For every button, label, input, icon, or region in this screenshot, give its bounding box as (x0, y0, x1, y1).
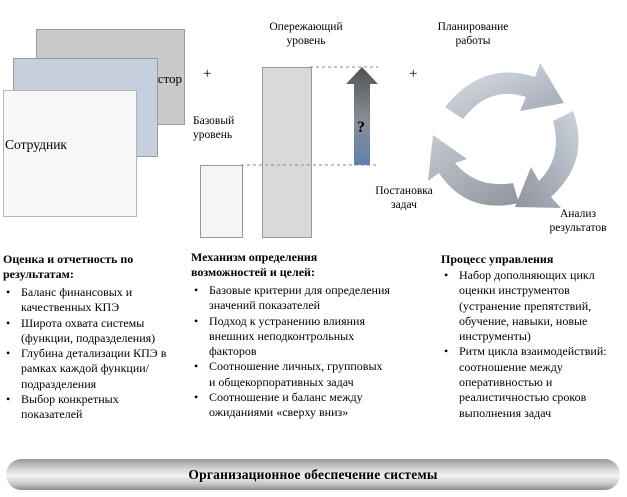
cycle-label-tasks: Постановка задач (375, 185, 433, 211)
up-arrow-icon (346, 67, 378, 165)
card-back-text: стор (157, 71, 182, 86)
left-bullet: Баланс финансовых и качественных КПЭ (3, 285, 178, 316)
card-front-text: Сотрудник (5, 137, 67, 152)
base-level-bar (200, 165, 243, 238)
right-bullet: Ритм цикла взаимодействий: соотношение м… (441, 344, 611, 420)
top-level-bar (262, 67, 312, 238)
middle-column: Механизм определения возможностей и целе… (191, 250, 391, 421)
middle-bullet: Подход к устранению влияния внешних непо… (191, 314, 391, 360)
plus-sign-2: + (409, 66, 418, 82)
question-mark: ? (357, 119, 365, 136)
card-front: Сотрудник (3, 90, 137, 217)
right-bullet: Набор дополняющих цикл оценки инструмент… (441, 268, 611, 344)
footer-label: Организационное обеспечение системы (188, 467, 438, 482)
cycle-label-planning: Планирование работы (437, 21, 509, 47)
left-bullet: Выбор конкретных показателей (3, 392, 178, 423)
footer-bar: Организационное обеспечение системы (6, 459, 620, 490)
middle-bullet: Соотношение и баланс между ожиданиями «с… (191, 390, 391, 421)
plus-sign-1: + (203, 66, 212, 82)
top-level-label: Опережающий уровень (269, 21, 343, 47)
middle-bullet: Соотношение личных, групповых и общекорп… (191, 359, 391, 390)
right-column: Процесс управления Набор дополняющих цик… (441, 252, 611, 421)
cycle-label-analysis: Анализ результатов (549, 208, 607, 234)
left-column: Оценка и отчетность по результатам: Бала… (3, 252, 178, 423)
right-heading: Процесс управления (441, 252, 554, 266)
middle-bullet: Базовые критерии для определения значени… (191, 283, 391, 314)
base-level-label: Базовый уровень (193, 115, 235, 141)
left-heading: Оценка и отчетность по результатам: (3, 252, 134, 281)
cycle-arrows-icon (428, 63, 579, 208)
middle-heading: Механизм определения возможностей и целе… (191, 250, 318, 279)
left-bullet: Широта охвата системы (функции, подразде… (3, 316, 178, 347)
left-bullet: Глубина детализации КПЭ в рамках каждой … (3, 346, 178, 392)
